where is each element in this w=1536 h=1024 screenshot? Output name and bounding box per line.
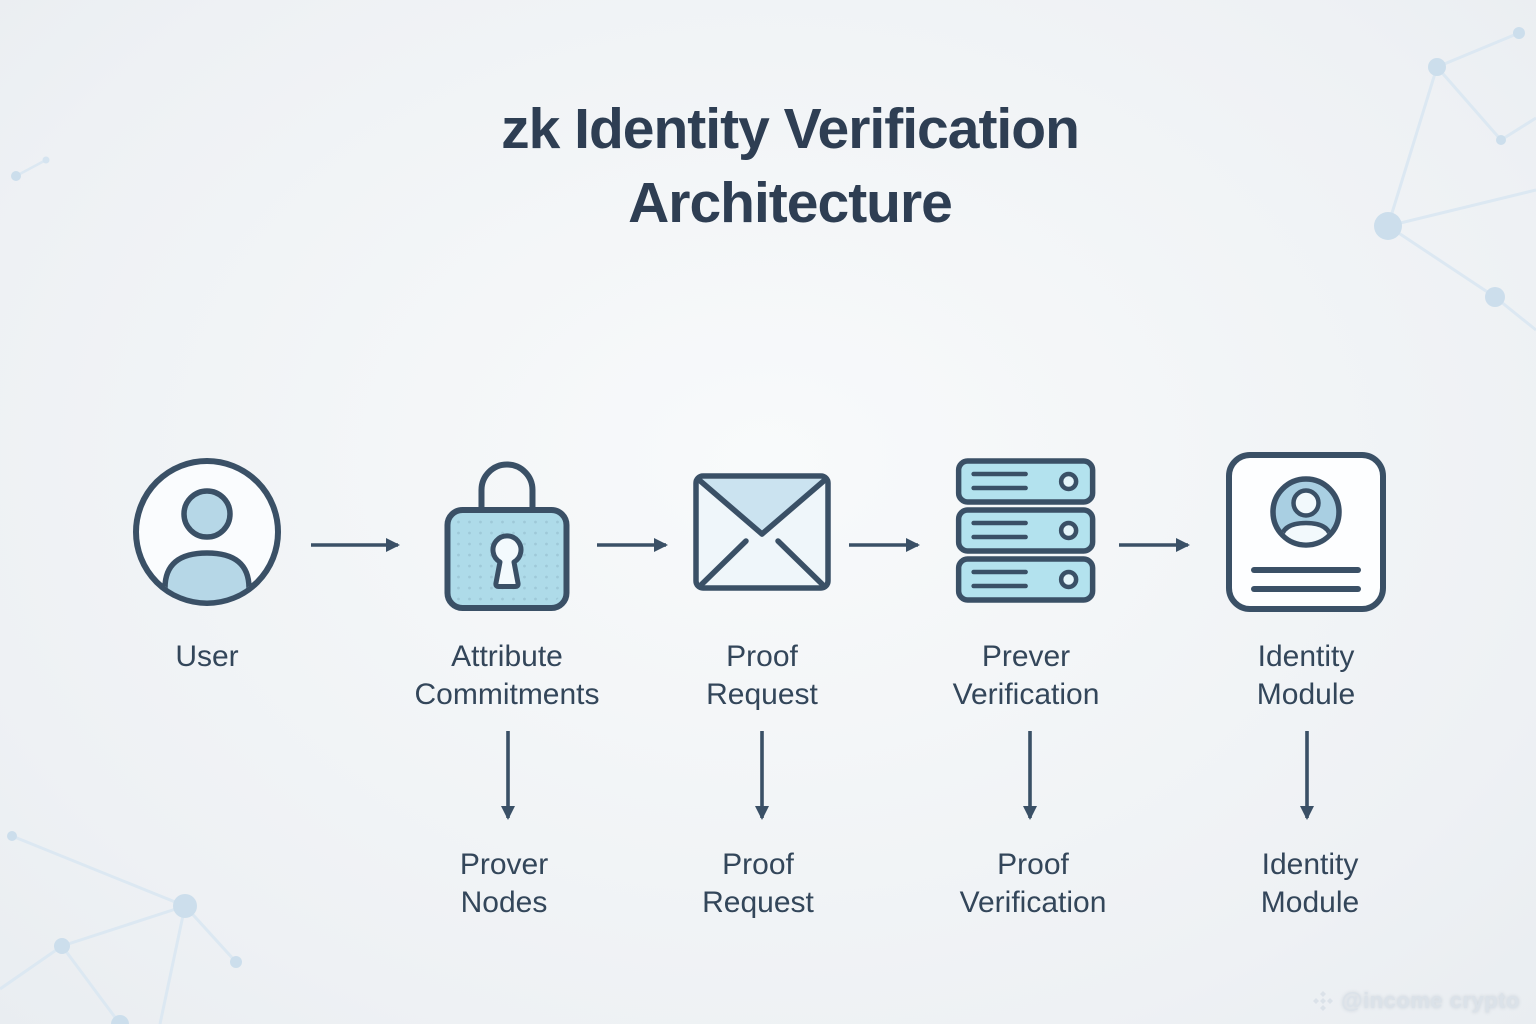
node-label-attribute-commitments: Attribute Commitments <box>414 640 600 711</box>
id-card-icon <box>1225 450 1387 614</box>
network-decoration-bottom-left <box>0 831 242 1024</box>
node-proof-request: Proof Request <box>693 450 831 714</box>
node-label-user: User <box>175 640 239 673</box>
node-label-prever-verification: Prever Verification <box>952 640 1100 711</box>
padlock-icon <box>444 450 571 614</box>
node-user: User <box>132 450 282 676</box>
watermark: @income crypto <box>1313 988 1520 1014</box>
node-attribute-commitments: Attribute Commitments <box>414 450 600 714</box>
node-identity-module: Identity Module <box>1225 450 1387 714</box>
sub-label-proof-verification: Proof Verification <box>959 848 1107 919</box>
user-icon <box>132 450 282 614</box>
server-stack-icon <box>956 450 1096 614</box>
sub-label-identity-module: Identity Module <box>1260 848 1360 919</box>
node-label-identity-module: Identity Module <box>1256 640 1356 711</box>
watermark-text: @income crypto <box>1341 988 1520 1013</box>
node-label-proof-request: Proof Request <box>706 640 818 711</box>
diagram-title: zk Identity Verification Architecture <box>501 97 1080 236</box>
diamond-logo-icon <box>1313 991 1334 1011</box>
envelope-icon <box>693 450 831 614</box>
sub-label-prover-nodes: Prover Nodes <box>459 848 549 919</box>
sub-label-proof-request: Proof Request <box>702 848 814 919</box>
node-prever-verification: Prever Verification <box>952 450 1100 714</box>
